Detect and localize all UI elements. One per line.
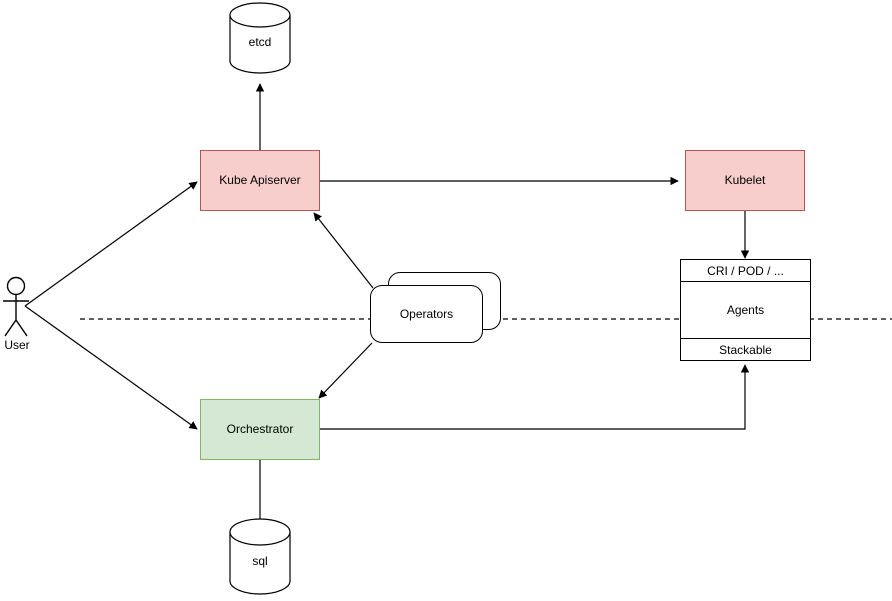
- user-actor-icon: [3, 276, 29, 337]
- node-agents-band-stackable: Stackable: [681, 338, 810, 360]
- node-sql-label: sql: [252, 554, 268, 568]
- edge-user-to-orchestrator: [24, 305, 198, 430]
- node-agents-band-agents: Agents: [681, 282, 810, 338]
- node-etcd[interactable]: etcd: [229, 2, 291, 74]
- node-sql[interactable]: sql: [229, 516, 291, 598]
- node-kube-apiserver[interactable]: Kube Apiserver: [200, 150, 320, 211]
- node-user[interactable]: User: [0, 276, 50, 354]
- node-operators-card-front[interactable]: [370, 285, 483, 343]
- node-operators-label: Operators: [399, 307, 454, 321]
- node-kube-apiserver-label: Kube Apiserver: [219, 173, 301, 188]
- node-orchestrator[interactable]: Orchestrator: [200, 399, 320, 460]
- etcd-cylinder-shape: [229, 2, 291, 74]
- node-agents-container[interactable]: CRI / POD / ... Agents Stackable: [680, 259, 811, 361]
- node-kubelet-label: Kubelet: [724, 173, 766, 188]
- node-orchestrator-label: Orchestrator: [226, 422, 294, 437]
- sql-cylinder-shape: [229, 518, 291, 595]
- node-agents-band-cri-label: CRI / POD / ...: [707, 263, 784, 278]
- node-user-label: User: [4, 338, 30, 352]
- edge-user-to-kube-apiserver: [24, 181, 198, 307]
- node-kubelet[interactable]: Kubelet: [685, 150, 805, 211]
- node-operators[interactable]: Operators: [370, 272, 502, 344]
- node-agents-band-stackable-label: Stackable: [719, 342, 772, 357]
- edge-orchestrator-to-stackable: [320, 364, 750, 430]
- edge-operators-to-kube-apiserver: [313, 212, 374, 289]
- node-etcd-label: etcd: [248, 35, 272, 49]
- edge-operators-to-orchestrator: [318, 342, 373, 399]
- node-agents-band-cri: CRI / POD / ...: [681, 260, 810, 282]
- node-agents-band-agents-label: Agents: [726, 303, 765, 317]
